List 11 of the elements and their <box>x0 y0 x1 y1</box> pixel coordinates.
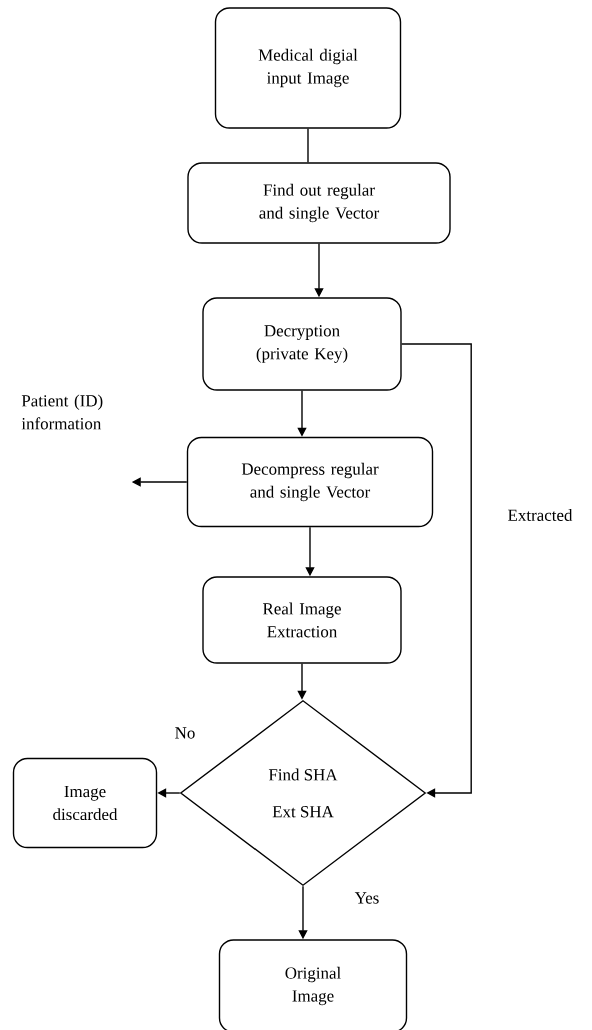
process-box: Real Image Extraction <box>202 576 402 664</box>
process-box: Decryption (private Key) <box>202 297 402 391</box>
edge-label: Extracted <box>505 507 575 523</box>
process-box: Medical digial input Image <box>214 7 402 129</box>
process-box: Image discarded <box>12 757 158 849</box>
process-box: Original Image <box>218 939 408 1030</box>
note-text: Patient (ID) information <box>21 394 103 430</box>
edge-label: Yes <box>352 890 382 906</box>
process-box: Decompress regular and single Vector <box>186 436 434 528</box>
process-box: Find out regular and single Vector <box>187 162 451 244</box>
arrow <box>401 343 472 798</box>
